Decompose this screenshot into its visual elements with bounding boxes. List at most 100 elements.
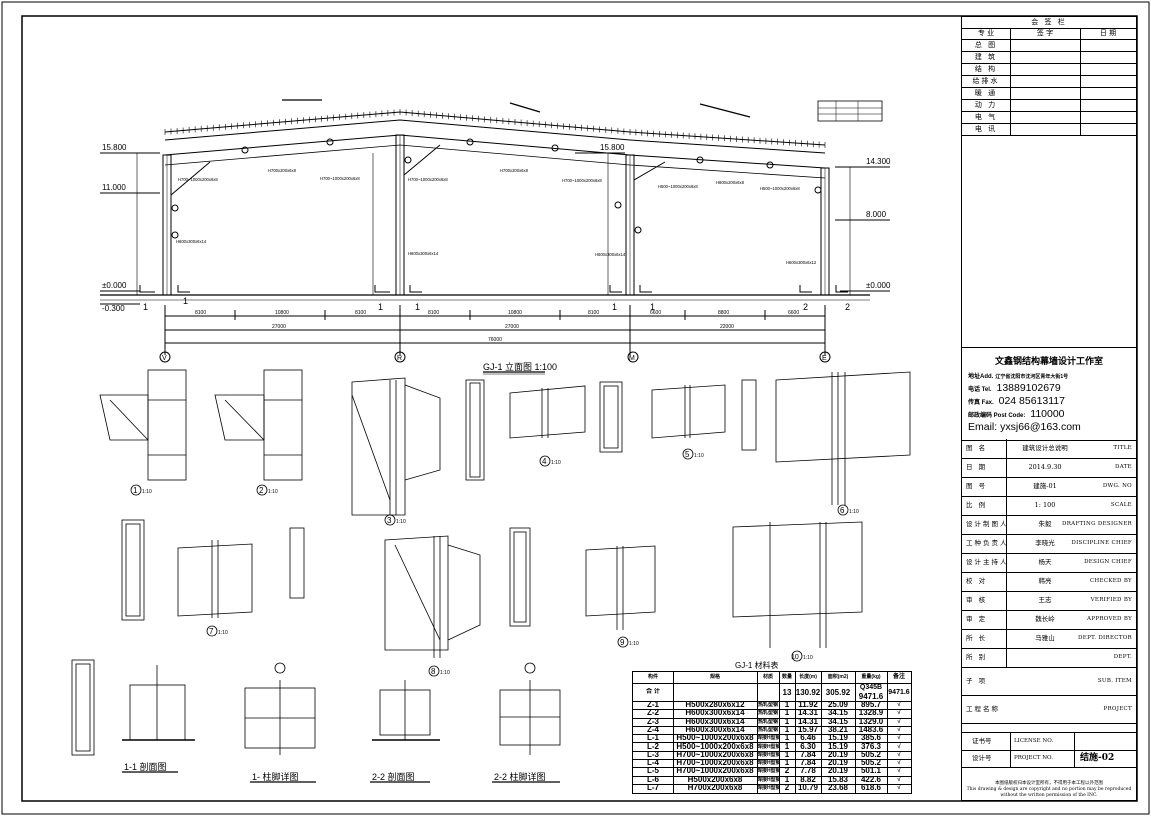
email-label: Email: — [968, 421, 998, 433]
table-cell: H700~1000x200x6x8 — [676, 767, 754, 776]
titleblock-label-en: SUB. ITEM — [1097, 678, 1132, 684]
col-divider — [821, 672, 822, 793]
table-cell: 385.6 — [860, 734, 882, 743]
level-0-left: ±0.000 — [102, 281, 127, 290]
table-cell: L-4 — [647, 759, 659, 768]
titleblock-value: 朱毅 — [1038, 520, 1052, 528]
table-cell: L-1 — [647, 734, 659, 743]
table-cell: 1 — [784, 734, 790, 743]
titleblock-value: 魏长岭 — [1035, 615, 1055, 623]
table-cell: 焊接H型钢 — [757, 760, 779, 767]
titleblock-label-en: VERIFIED BY — [1090, 597, 1132, 603]
table-cell: L-6 — [647, 775, 659, 784]
titleblock-divider — [1006, 439, 1007, 668]
dim-small: 8100 — [428, 310, 439, 316]
table-cell: 422.6 — [860, 775, 882, 784]
titleblock-label: 所 长 — [966, 634, 988, 642]
titleblock-label: 设计制图人 — [966, 520, 1009, 528]
signoff-row: 电 气 — [962, 111, 1136, 124]
titleblock-value: 建筑设计总说明 — [1022, 444, 1068, 452]
table-cell: H500~1000x200x6x8 — [676, 742, 754, 751]
detail-num: 1 — [133, 486, 138, 495]
table-cell: 15.19 — [827, 734, 849, 743]
level-15800-left: 15.800 — [102, 143, 127, 152]
axis-label: V — [162, 355, 167, 362]
detail-scale: 1:10 — [694, 453, 704, 459]
signoff-discipline: 总 图 — [974, 41, 998, 49]
table-cell: 15.97 — [797, 725, 819, 734]
titleblock-label: 工程名称 — [966, 705, 1000, 713]
table-cell: L-7 — [647, 784, 659, 792]
material-table: 构件 规格 材质 数量 长度(m) 面积(m2) 重量(kg) 备注 合 计 1… — [632, 671, 912, 794]
table-cell: 热轧型钢 — [757, 710, 778, 717]
dim-small: 8100 — [588, 310, 599, 316]
signoff-divider — [1080, 28, 1081, 136]
table-cell: 6.30 — [800, 742, 816, 751]
column-label: H600x300x6x12 — [786, 260, 817, 265]
member-label: H700~1000x200x6x8 — [320, 176, 360, 181]
table-cell: 6.46 — [800, 734, 816, 743]
detail-scale: 1:10 — [268, 489, 278, 495]
table-cell: 2 — [784, 767, 790, 776]
project-no-row: 设计号 PROJECT NO. 结施-02 — [962, 750, 1136, 768]
table-cell: 1 — [784, 717, 790, 726]
titleblock-value: 韩亮 — [1038, 577, 1052, 585]
total-wt2: 9471.6 — [888, 689, 910, 696]
detail-num: 6 — [840, 506, 845, 515]
table-cell: 热轧型钢 — [757, 718, 778, 725]
table-cell: H600x300x6x14 — [685, 725, 745, 734]
th: 重量(kg) — [861, 674, 881, 680]
signoff-discipline: 暖 通 — [974, 89, 998, 97]
table-cell: 7.78 — [800, 767, 816, 776]
titleblock-label-en: DISCIPLINE CHIEF — [1071, 540, 1132, 546]
detail-num: 3 — [387, 516, 392, 525]
titleblock-label: 图 号 — [966, 482, 988, 490]
signoff-divider — [1010, 28, 1011, 136]
table-cell: √ — [897, 776, 901, 783]
table-cell: 14.31 — [797, 709, 819, 718]
titleblock-value: 2014.9.30 — [1028, 463, 1062, 471]
table-cell: 15.19 — [827, 742, 849, 751]
signoff-row: 动 力 — [962, 99, 1136, 112]
member-label: H700x200x6x8 — [500, 168, 529, 173]
table-cell: 焊接H型钢 — [757, 751, 779, 758]
dim-small: 6600 — [788, 310, 799, 316]
titleblock-label-en: TITLE — [1113, 445, 1132, 451]
titleblock-value: 建施-01 — [1033, 482, 1057, 490]
copyright-cn: 本图纸版权归本设计室所有，不得用于本工程以外范围 — [995, 781, 1103, 786]
col-divider — [757, 672, 758, 793]
total-qty: 13 — [782, 688, 792, 697]
table-cell: 38.21 — [827, 725, 849, 734]
grid-num: 1 — [415, 302, 420, 312]
titleblock-label: 日 期 — [966, 463, 988, 471]
titleblock-value: 马雅山 — [1035, 634, 1055, 642]
table-cell: √ — [897, 768, 901, 775]
license-row: 证书号 LICENSE NO. — [962, 732, 1136, 751]
dim-mid: 22000 — [720, 324, 734, 330]
grid-num: 1 — [183, 296, 188, 306]
section-22-caption: 2-2 剖面图 — [372, 771, 415, 782]
fax-label: 传真 Fax. — [968, 400, 994, 406]
dim-mid: 27000 — [505, 324, 519, 330]
signoff-discipline: 动 力 — [974, 101, 998, 109]
table-cell: √ — [897, 710, 901, 717]
level-neg-0300: -0.300 — [102, 304, 125, 313]
table-cell: 焊接H型钢 — [757, 785, 779, 791]
dim-mid: 27000 — [272, 324, 286, 330]
table-cell: 2 — [784, 784, 790, 792]
detail-num: 2 — [259, 486, 264, 495]
titleblock-label: 图 名 — [966, 444, 988, 452]
office-fax: 传真 Fax. 024 85613117 — [968, 395, 1065, 407]
total-extra: Q345B — [859, 684, 883, 691]
member-label: H500~1000x200x6x8 — [658, 184, 698, 189]
table-cell: H700x200x6x8 — [687, 784, 743, 792]
title-block: 会 签 栏 专 业 签 字 日 期 总 图建 筑结 构给排水暖 通动 力电 气电… — [961, 16, 1137, 801]
